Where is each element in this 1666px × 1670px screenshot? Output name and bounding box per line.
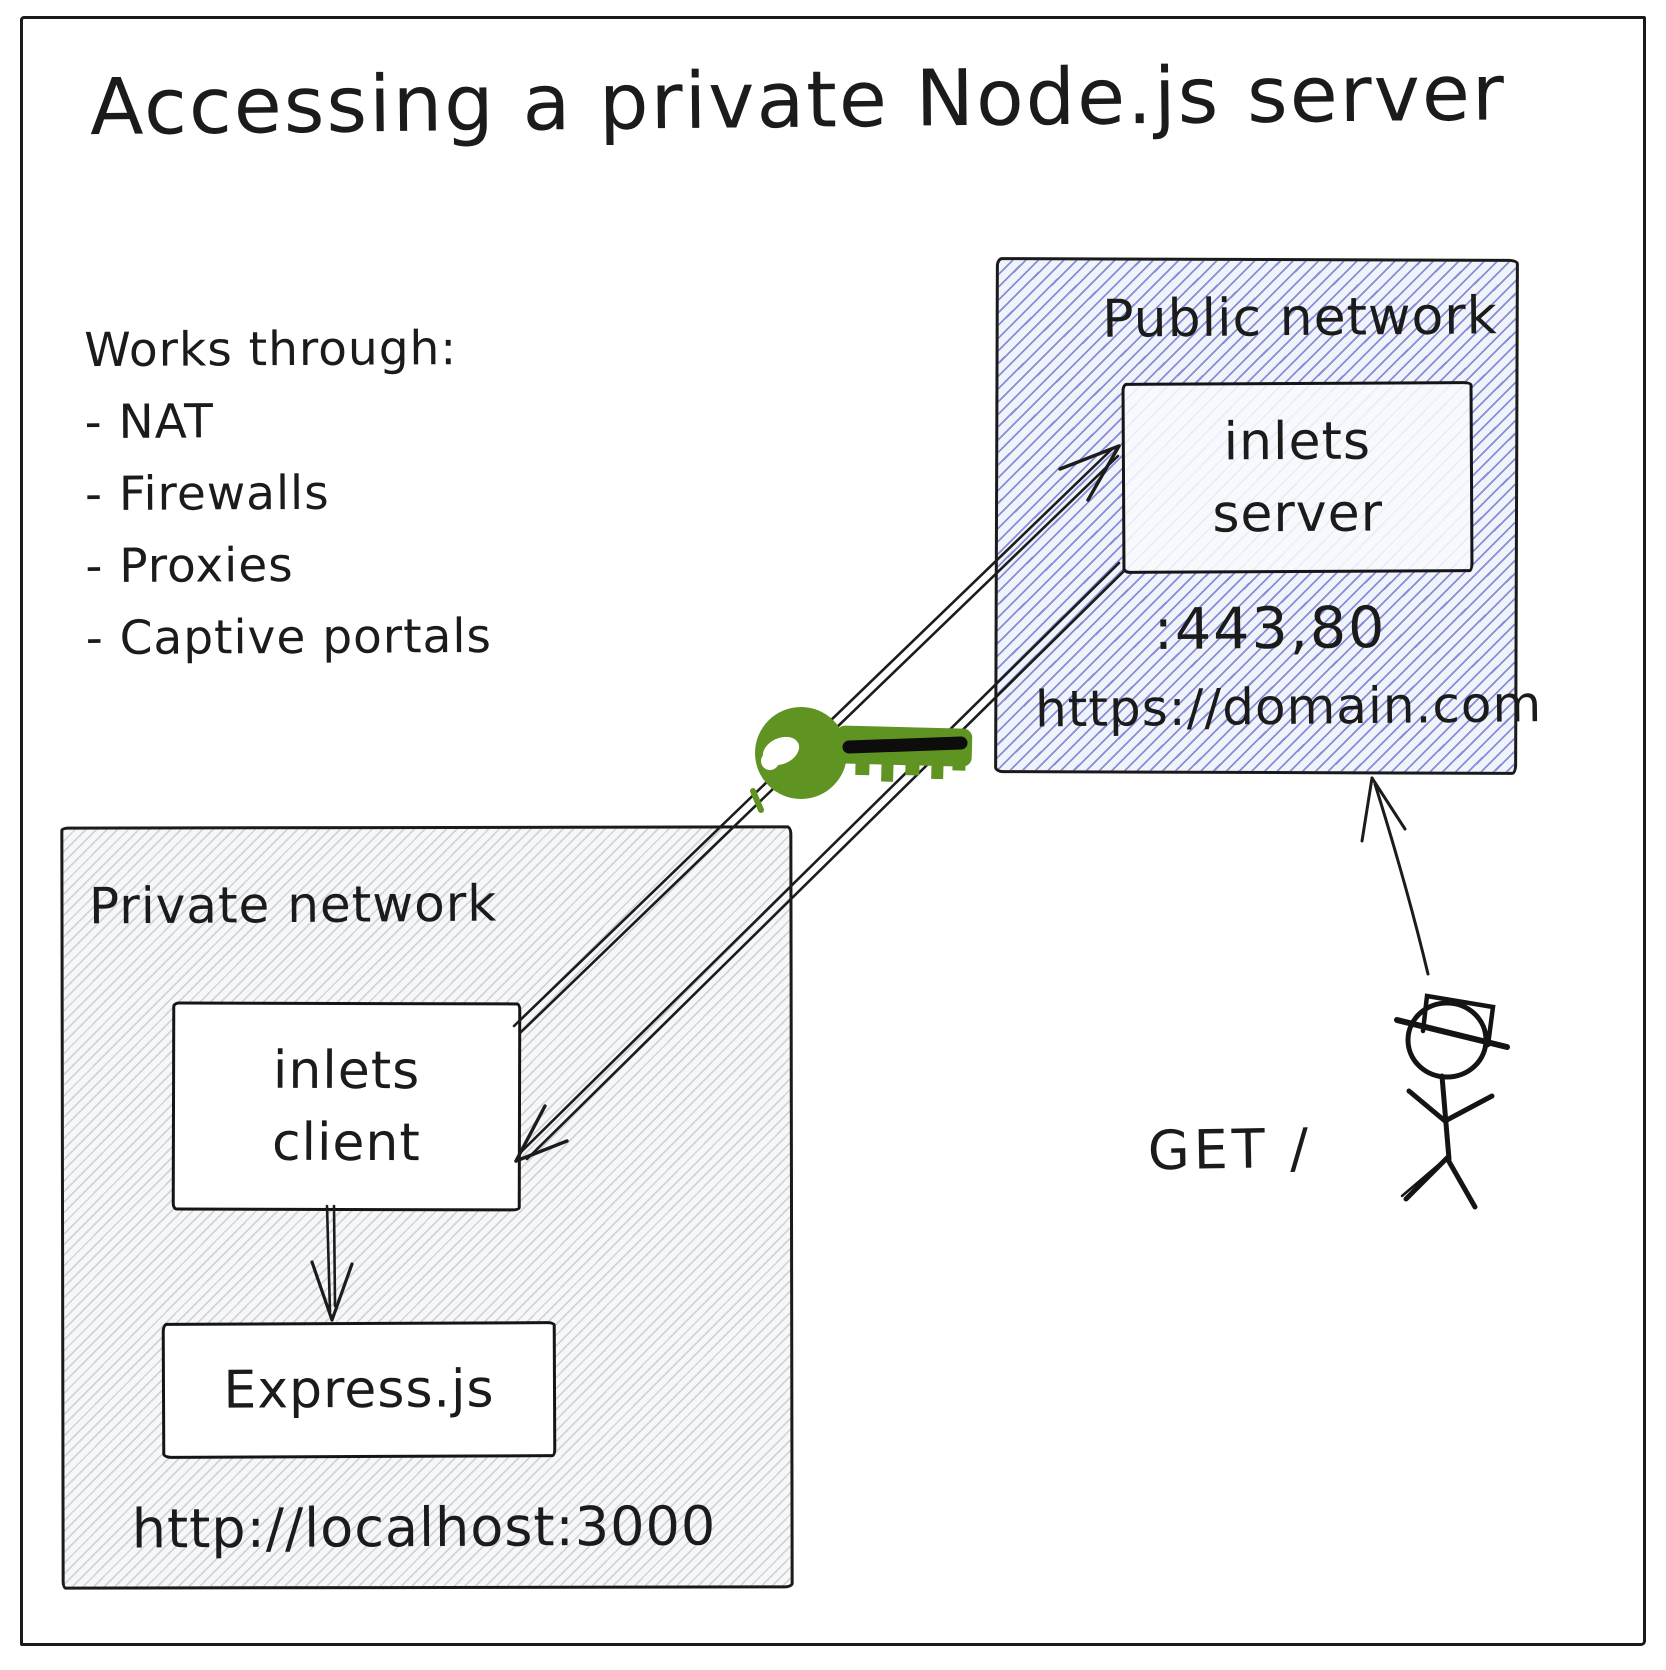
express-box: Express.js [161,1321,557,1459]
express-label: Express.js [223,1359,495,1421]
private-network-label: Private network [88,874,498,936]
get-request-label: GET / [1147,1116,1313,1183]
inlets-client-label-line2: client [271,1112,421,1173]
public-network-label: Public network [1101,286,1499,350]
diagram-frame [20,16,1646,1646]
public-ports-label: :443,80 [1153,594,1387,664]
inlets-client-label-line1: inlets [272,1040,421,1101]
note-item: - Proxies [85,537,294,595]
note-item: - Captive portals [85,608,493,667]
inlets-client-box: inlets client [171,1001,522,1212]
works-through-list: Works through: - NAT - Firewalls - Proxi… [84,313,492,675]
public-url-label: https://domain.com [1034,675,1543,739]
inlets-server-box: inlets server [1121,381,1474,574]
inlets-server-label-line2: server [1212,483,1384,544]
inlets-server-label-line1: inlets [1223,411,1372,472]
note-item: - Firewalls [84,465,330,523]
localhost-url-label: http://localhost:3000 [131,1494,717,1561]
works-through-heading: Works through: [84,321,458,379]
note-item: - NAT [84,394,215,451]
page-title: Accessing a private Node.js server [89,48,1507,154]
